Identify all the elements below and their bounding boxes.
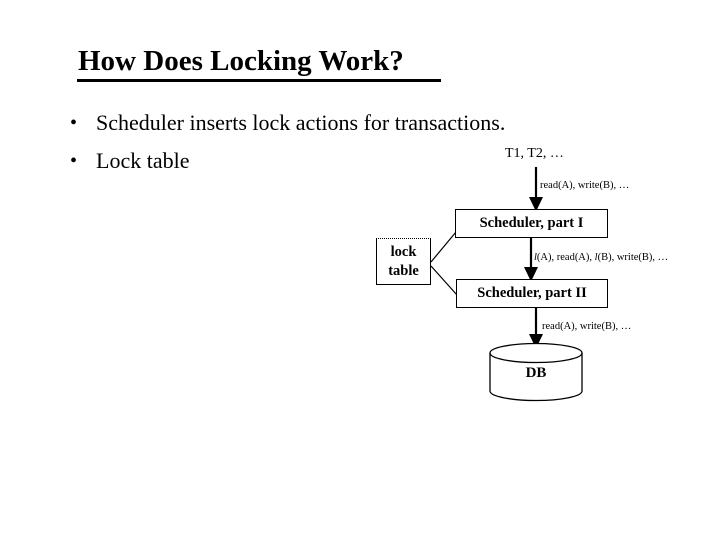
bullet-text: Scheduler inserts lock actions for trans… <box>96 110 506 135</box>
lock-table-line-2: table <box>388 262 419 279</box>
scheduler-part-1-label: Scheduler, part I <box>479 215 584 231</box>
connector-locktable-to-scheduler2 <box>430 265 458 296</box>
node-lock-table: lock table <box>376 238 431 285</box>
transactions-label: T1, T2, … <box>505 146 564 161</box>
edge-label-read-write-bottom: read(A), write(B), … <box>542 321 632 332</box>
page-title: How Does Locking Work? <box>78 45 404 77</box>
edge-label-segment-2: (B), write(B), … <box>597 252 669 263</box>
bullet-marker-icon: • <box>70 112 78 134</box>
bullet-marker-icon: • <box>70 150 78 172</box>
database-label: DB <box>525 365 547 381</box>
lock-symbol-italic-2: l <box>594 252 598 263</box>
title-underline <box>77 79 441 82</box>
edge-label-segment: (A), read(A), <box>536 252 595 263</box>
node-scheduler-part-1: Scheduler, part I <box>455 209 608 238</box>
lock-table-line-1: lock <box>390 243 417 260</box>
edge-label-read-write-top: read(A), write(B), … <box>540 180 630 191</box>
bullet-text: Lock table <box>96 148 190 173</box>
lock-symbol-italic: l <box>534 252 537 263</box>
node-scheduler-part-2: Scheduler, part II <box>456 279 608 308</box>
bullet-item-scheduler-inserts: • Scheduler inserts lock actions for tra… <box>70 110 505 136</box>
bullet-item-lock-table: • Lock table <box>70 148 189 174</box>
connector-locktable-to-scheduler1 <box>430 231 457 263</box>
database-cylinder-icon <box>489 342 583 402</box>
scheduler-part-2-label: Scheduler, part II <box>477 285 587 301</box>
edge-label-lock-read-write: l(A), read(A), l(B), write(B), … <box>534 251 668 264</box>
